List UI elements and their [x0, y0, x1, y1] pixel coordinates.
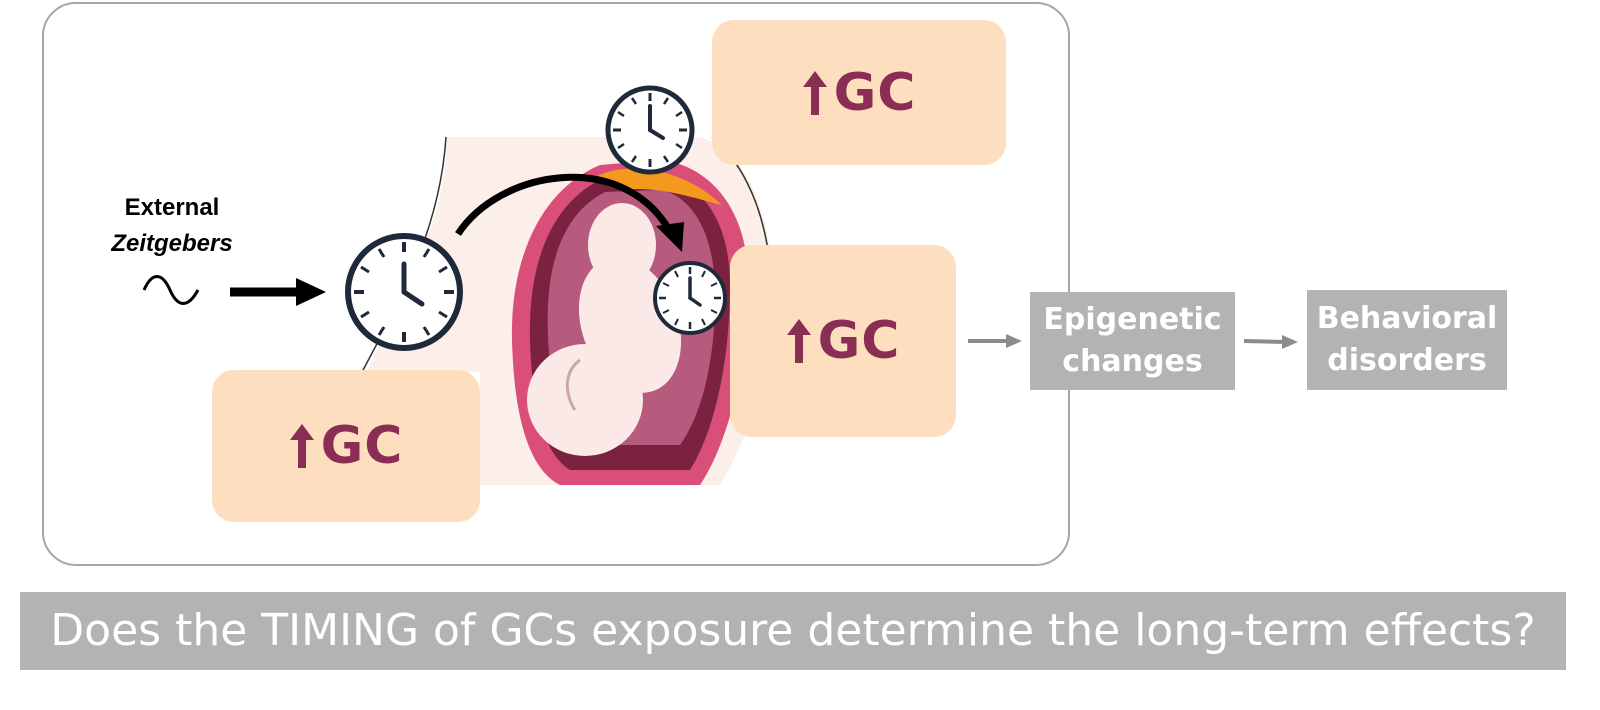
- epigenetic-line2: changes: [1062, 344, 1203, 379]
- up-arrow-icon: [289, 424, 314, 468]
- zeitgeber-arrow-head: [296, 278, 326, 306]
- behavioral-disorders-box: Behavioral disorders: [1307, 290, 1507, 390]
- question-banner: Does the TIMING of GCs exposure determin…: [20, 592, 1566, 670]
- external-zeitgebers-label: External Zeitgebers: [92, 190, 252, 262]
- gc-label: GC: [320, 416, 404, 476]
- external-label-line2: Zeitgebers: [111, 230, 233, 257]
- epigenetic-changes-box: Epigenetic changes: [1030, 292, 1235, 390]
- gc-label: GC: [833, 62, 917, 123]
- gc-box-fetus: GC: [730, 245, 956, 437]
- flow-arrow-1-head: [1006, 334, 1022, 348]
- placenta-clock: [605, 85, 695, 175]
- curved-arrow-head: [656, 222, 684, 252]
- placenta: [590, 168, 722, 205]
- fetus-leg: [565, 358, 581, 411]
- behavioral-line2: disorders: [1327, 343, 1487, 378]
- fetal-clock: [653, 261, 727, 335]
- epigenetic-line1: Epigenetic: [1043, 302, 1222, 337]
- gc-box-maternal: GC: [212, 370, 480, 522]
- behavioral-line1: Behavioral: [1316, 301, 1498, 336]
- fetus-head: [588, 203, 656, 287]
- flow-arrow-2: [1243, 339, 1285, 344]
- sine-wave-icon: [142, 275, 200, 305]
- gc-box-placenta: GC: [712, 20, 1006, 165]
- up-arrow-icon: [786, 319, 811, 363]
- up-arrow-icon: [802, 70, 827, 115]
- flow-arrow-2-head: [1282, 335, 1298, 349]
- maternal-clock: [345, 233, 463, 351]
- gc-label: GC: [817, 311, 901, 371]
- curved-arrow: [455, 173, 671, 236]
- external-label-line1: External: [124, 194, 220, 221]
